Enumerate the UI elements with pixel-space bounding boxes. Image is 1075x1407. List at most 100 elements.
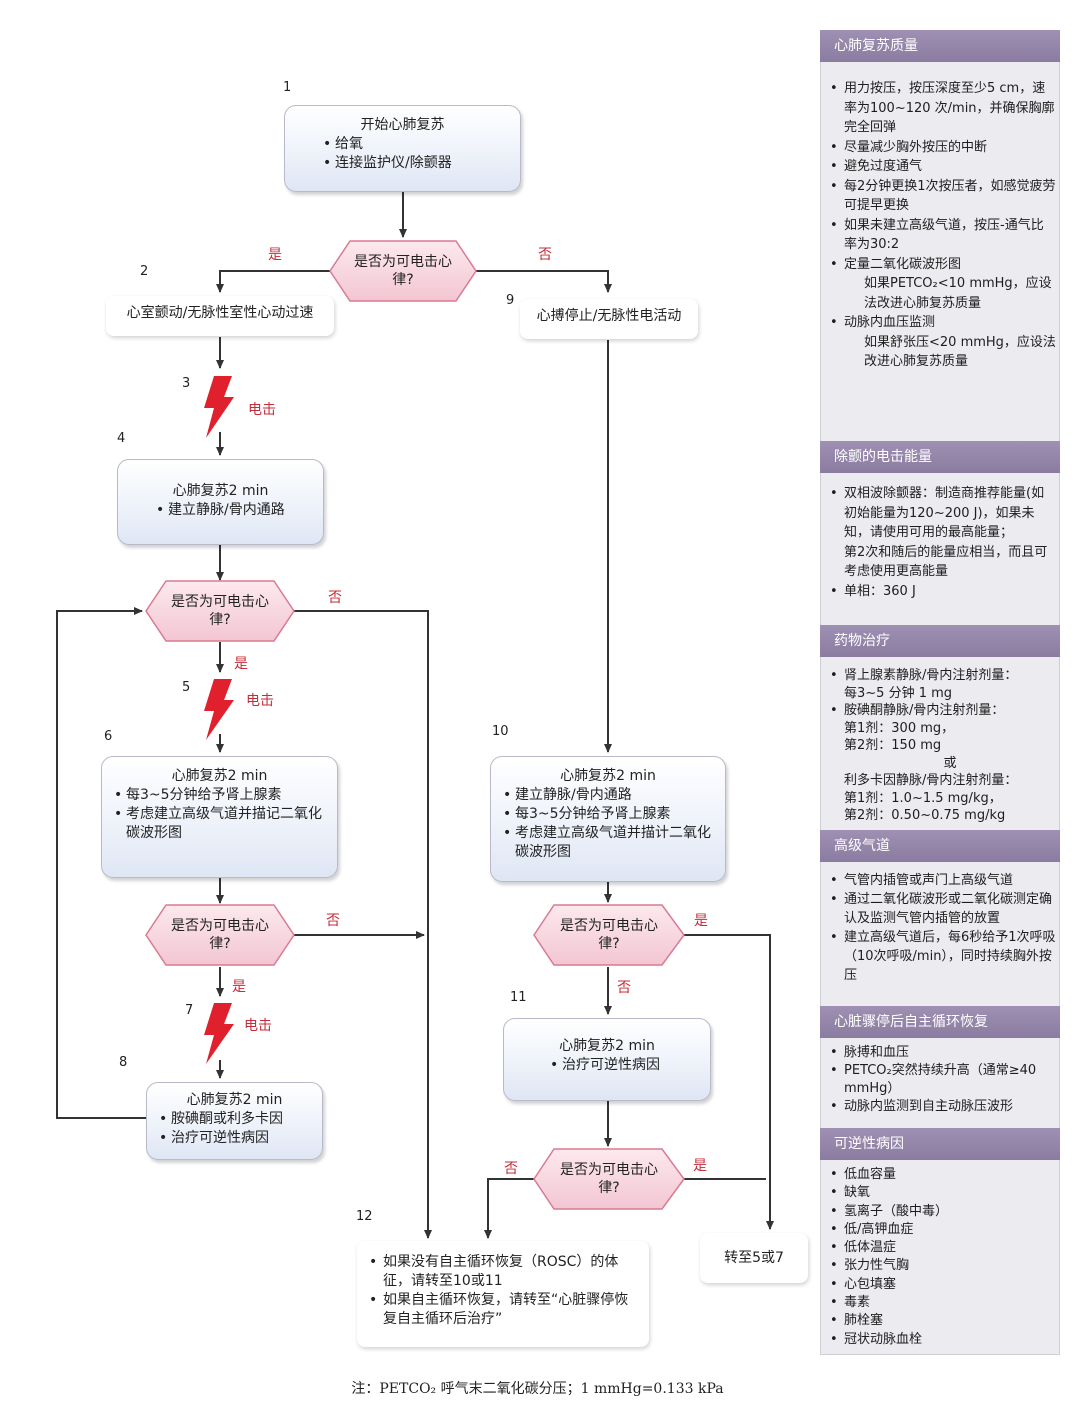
shock-7-bolt-icon bbox=[204, 1003, 234, 1064]
decision-d4-text: 是否为可电击心律? bbox=[560, 918, 658, 952]
cpr-quality-header: 心肺复苏质量 bbox=[820, 30, 1060, 62]
step-8-box: 心肺复苏2 min 胺碘酮或利多卡因 治疗可逆性病因 bbox=[146, 1082, 323, 1160]
d1-no-label: 否 bbox=[538, 247, 552, 263]
step-10-box: 心肺复苏2 min 建立静脉/骨内通路 每3~5分钟给予肾上腺素 考虑建立高级气… bbox=[490, 756, 726, 882]
decision-shapes bbox=[145, 240, 685, 1210]
shock-7-label: 电击 bbox=[244, 1018, 272, 1034]
step-4-number: 4 bbox=[117, 431, 126, 446]
rosc-item: 脉搏和血压 bbox=[828, 1044, 1056, 1062]
reversible-cause-item: 氢离子（酸中毒） bbox=[828, 1203, 1056, 1222]
decision-d4-shape bbox=[533, 904, 685, 966]
cpr-quality-item: 每2分钟更换1次按压者，如感觉疲劳可提早更换 bbox=[828, 177, 1056, 216]
step-2-number: 2 bbox=[140, 264, 149, 279]
step-6-item: 每3~5分钟给予肾上腺素 bbox=[114, 786, 325, 805]
step-11-box: 心肺复苏2 min 治疗可逆性病因 bbox=[503, 1018, 711, 1101]
step-10-number: 10 bbox=[492, 724, 509, 739]
decision-d1-text: 是否为可电击心律? bbox=[354, 254, 452, 288]
decision-d2-shape bbox=[145, 580, 295, 642]
step-12-number: 12 bbox=[356, 1209, 373, 1224]
step-6-number: 6 bbox=[104, 729, 113, 744]
reversible-causes-body: 低血容量 缺氧 氢离子（酸中毒） 低/高钾血症 低体温症 张力性气胸 心包填塞 … bbox=[828, 1166, 1056, 1349]
step-8-number: 8 bbox=[119, 1055, 128, 1070]
reversible-cause-item: 低血容量 bbox=[828, 1166, 1056, 1185]
connector-lines bbox=[56, 192, 774, 1239]
cpr-quality-item: 尽量减少胸外按压的中断 bbox=[828, 138, 1056, 158]
step-8-item: 治疗可逆性病因 bbox=[159, 1129, 310, 1148]
decision-d3-text: 是否为可电击心律? bbox=[171, 918, 269, 952]
d5-yes-label: 是 bbox=[693, 1158, 707, 1174]
decision-d5-shape bbox=[533, 1148, 685, 1210]
shock-bolts bbox=[204, 376, 234, 1064]
advanced-airway-item: 建立高级气道后，每6秒给予1次呼吸（10次呼吸/min），同时持续胸外按压 bbox=[828, 928, 1056, 985]
step-9-number: 9 bbox=[506, 293, 515, 308]
shock-5-label: 电击 bbox=[246, 693, 274, 709]
step-1-box: 开始心肺复苏 给氧 连接监护仪/除颤器 bbox=[284, 105, 521, 192]
step-8-title: 心肺复苏2 min bbox=[186, 1092, 283, 1108]
d5-no-label: 否 bbox=[504, 1161, 518, 1177]
reversible-cause-item: 肺栓塞 bbox=[828, 1312, 1056, 1331]
d4-yes-label: 是 bbox=[694, 913, 708, 929]
step-4-item: 建立静脉/骨内通路 bbox=[156, 501, 311, 520]
defib-energy-item: 单相：360 J bbox=[828, 582, 1056, 602]
reversible-cause-item: 心包填塞 bbox=[828, 1276, 1056, 1295]
drug-therapy-body: 肾上腺素静脉/骨内注射剂量：每3~5 分钟 1 mg 胺碘酮静脉/骨内注射剂量：… bbox=[828, 667, 1056, 825]
rhythm-asystole-box: 心搏停止/无脉性电活动 bbox=[520, 299, 698, 339]
step-10-item: 考虑建立高级气道并描计二氧化碳波形图 bbox=[503, 824, 713, 862]
advanced-airway-item: 通过二氧化碳波形或二氧化碳测定确认及监测气管内插管的放置 bbox=[828, 890, 1056, 928]
decision-d1-shape bbox=[329, 240, 477, 302]
d2-no-label: 否 bbox=[328, 590, 342, 606]
advanced-airway-item: 气管内插管或声门上高级气道 bbox=[828, 871, 1056, 890]
reversible-cause-item: 毒素 bbox=[828, 1294, 1056, 1313]
reversible-causes-header: 可逆性病因 bbox=[820, 1128, 1060, 1160]
step-12-item: •如果没有自主循环恢复（ROSC）的体征，请转至10或11 bbox=[369, 1254, 619, 1289]
cpr-quality-body: 用力按压，按压深度至少5 cm，速率为100~120 次/min，并确保胸廓完全… bbox=[828, 79, 1056, 372]
drug-therapy-header: 药物治疗 bbox=[820, 625, 1060, 657]
reversible-cause-item: 缺氧 bbox=[828, 1184, 1056, 1203]
d3-no-label: 否 bbox=[326, 913, 340, 929]
rosc-item: 动脉内监测到自主动脉压波形 bbox=[828, 1098, 1056, 1116]
step-1-number: 1 bbox=[283, 80, 292, 95]
step-3-number: 3 bbox=[182, 376, 191, 391]
shock-3-label: 电击 bbox=[248, 402, 276, 418]
d1-yes-label: 是 bbox=[268, 247, 282, 263]
step-11-item: 治疗可逆性病因 bbox=[550, 1056, 698, 1075]
rosc-body: 脉搏和血压 PETCO₂突然持续升高（通常≥40 mmHg） 动脉内监测到自主动… bbox=[828, 1044, 1056, 1116]
reversible-cause-item: 冠状动脉血栓 bbox=[828, 1331, 1056, 1350]
shock-5-bolt-icon bbox=[204, 679, 234, 740]
rhythm-vf-box: 心室颤动/无脉性室性心动过速 bbox=[106, 296, 334, 336]
step-11-number: 11 bbox=[510, 990, 527, 1005]
step-7-number: 7 bbox=[185, 1003, 194, 1018]
step-8-item: 胺碘酮或利多卡因 bbox=[159, 1110, 310, 1129]
step-12-item: •如果自主循环恢复，请转至“心脏骤停恢复自主循环后治疗” bbox=[369, 1292, 629, 1327]
advanced-airway-header: 高级气道 bbox=[820, 830, 1060, 862]
step-10-item: 每3~5分钟给予肾上腺素 bbox=[503, 805, 713, 824]
step-6-box: 心肺复苏2 min 每3~5分钟给予肾上腺素 考虑建立高级气道并描记二氧化碳波形… bbox=[101, 756, 338, 878]
step-6-item: 考虑建立高级气道并描记二氧化碳波形图 bbox=[114, 805, 325, 843]
drug-therapy-item: 肾上腺素静脉/骨内注射剂量：每3~5 分钟 1 mg bbox=[828, 667, 1056, 702]
step-5-number: 5 bbox=[182, 680, 191, 695]
d2-yes-label: 是 bbox=[234, 656, 248, 672]
step-12-box: •如果没有自主循环恢复（ROSC）的体征，请转至10或11 •如果自主循环恢复，… bbox=[357, 1241, 649, 1347]
reversible-cause-item: 张力性气胸 bbox=[828, 1257, 1056, 1276]
d4-no-label: 否 bbox=[617, 980, 631, 996]
step-11-title: 心肺复苏2 min bbox=[559, 1038, 655, 1054]
decision-d3-shape bbox=[145, 904, 295, 966]
step-10-item: 建立静脉/骨内通路 bbox=[503, 786, 713, 805]
step-1-item: 给氧 bbox=[323, 135, 508, 154]
advanced-airway-body: 气管内插管或声门上高级气道 通过二氧化碳波形或二氧化碳测定确认及监测气管内插管的… bbox=[828, 871, 1056, 985]
defib-energy-header: 除颤的电击能量 bbox=[820, 441, 1060, 473]
defib-energy-body: 双相波除颤器：制造商推荐能量(如初始能量为120~200 J)，如果未知，请使用… bbox=[828, 484, 1056, 601]
step-1-title: 开始心肺复苏 bbox=[360, 117, 445, 133]
step-1-item: 连接监护仪/除颤器 bbox=[323, 154, 508, 173]
cpr-quality-item: 避免过度通气 bbox=[828, 157, 1056, 177]
step-4-box: 心肺复苏2 min 建立静脉/骨内通路 bbox=[117, 459, 324, 545]
rosc-item: PETCO₂突然持续升高（通常≥40 mmHg） bbox=[828, 1062, 1056, 1098]
defib-energy-item: 双相波除颤器：制造商推荐能量(如初始能量为120~200 J)，如果未知，请使用… bbox=[828, 484, 1056, 582]
shock-3-bolt-icon bbox=[204, 376, 234, 438]
reversible-cause-item: 低/高钾血症 bbox=[828, 1221, 1056, 1240]
reversible-cause-item: 低体温症 bbox=[828, 1239, 1056, 1258]
cpr-quality-item: 用力按压，按压深度至少5 cm，速率为100~120 次/min，并确保胸廓完全… bbox=[828, 79, 1056, 138]
step-4-title: 心肺复苏2 min bbox=[172, 483, 269, 499]
drug-therapy-item: 胺碘酮静脉/骨内注射剂量： 第1剂：300 mg， 第2剂：150 mg 或 利… bbox=[828, 702, 1056, 825]
